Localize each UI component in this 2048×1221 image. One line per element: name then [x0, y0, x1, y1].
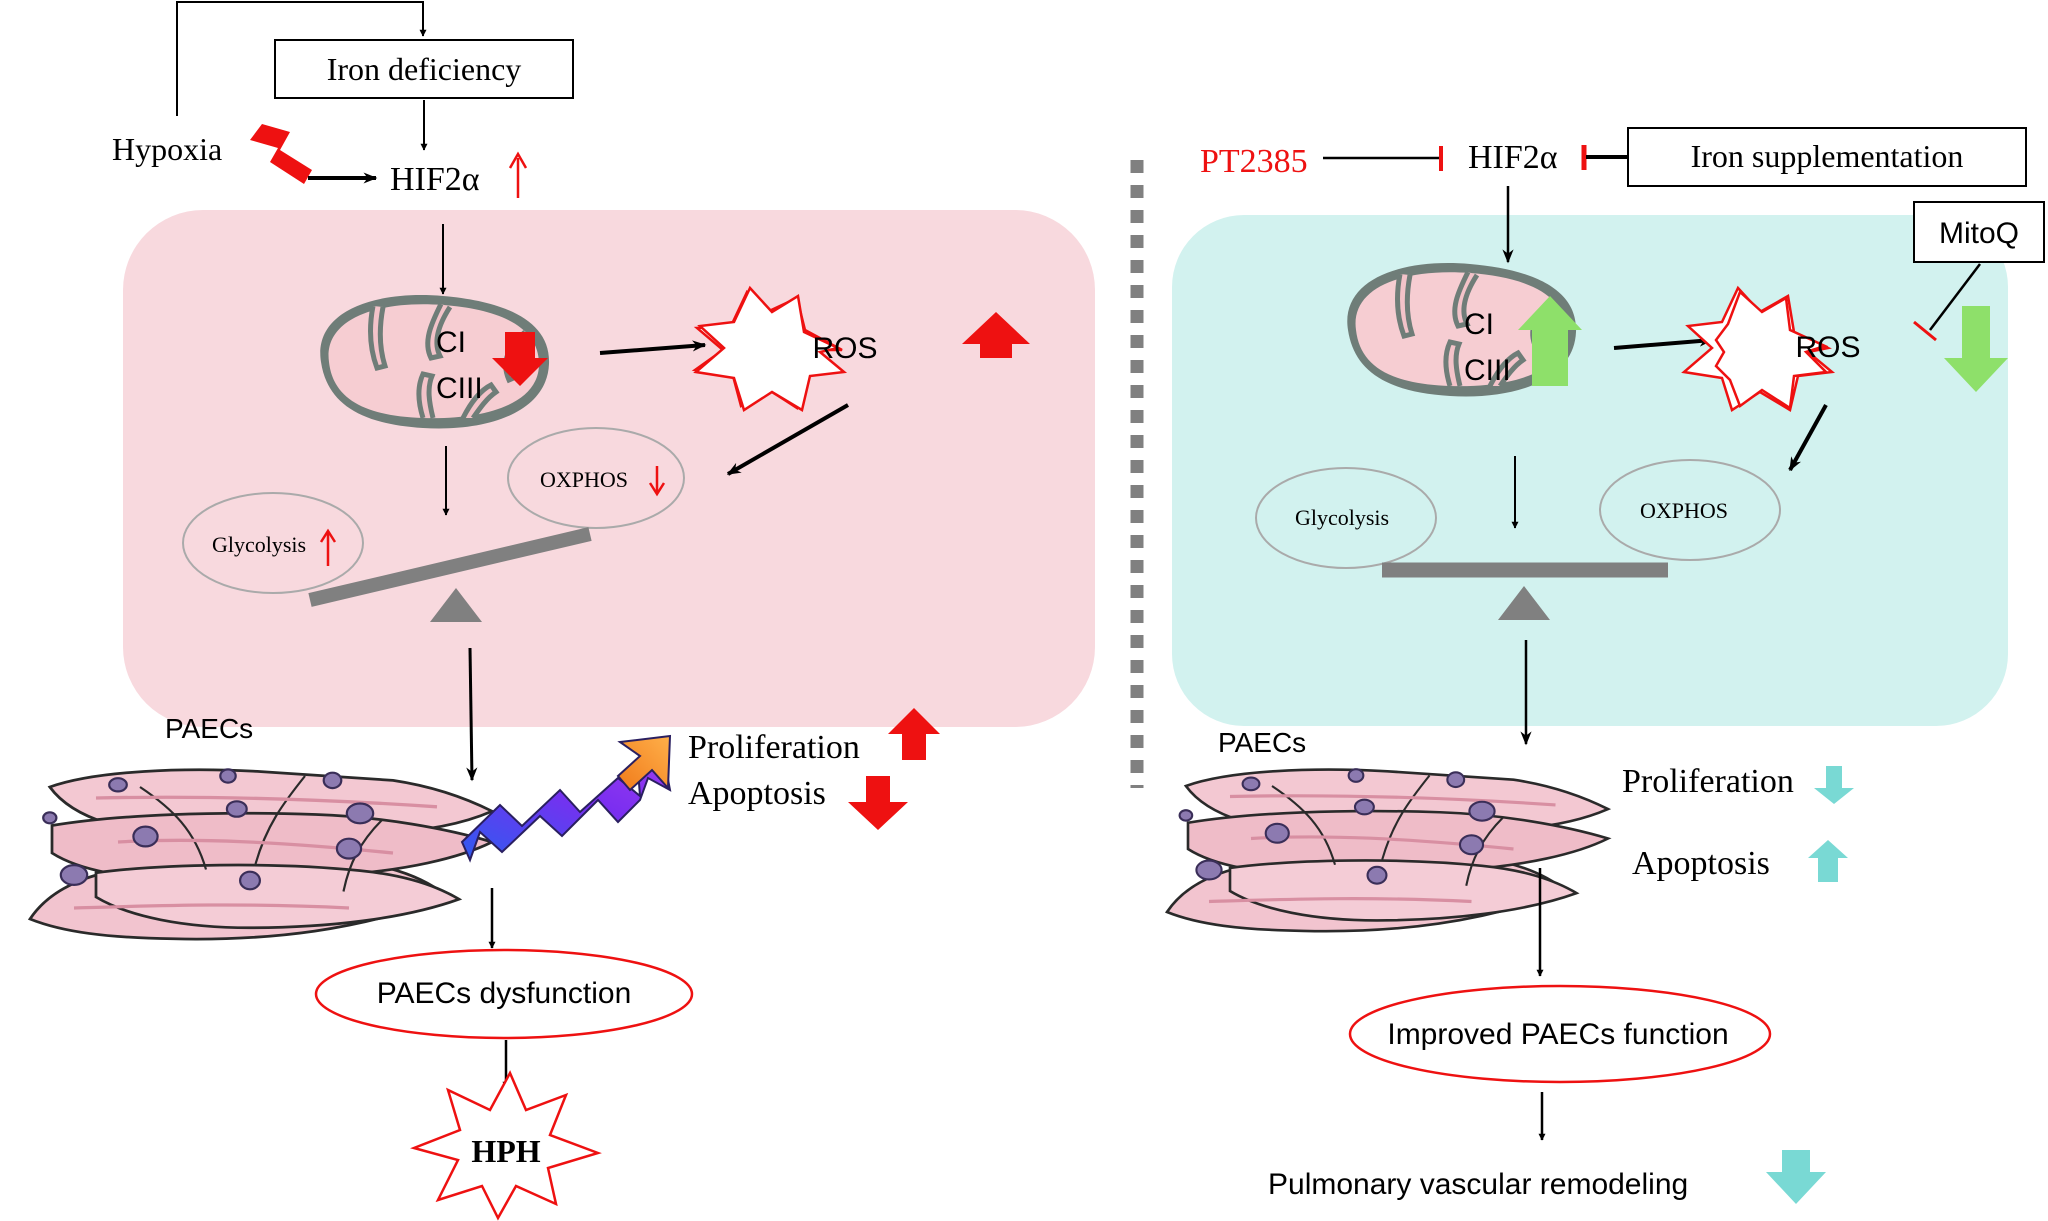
complex-up-arrow-icon: [1518, 296, 1582, 386]
complex-down-arrow-icon: [492, 332, 548, 386]
right-ci-label: CI: [1464, 308, 1494, 341]
left-ros-burst-shape: [693, 285, 848, 412]
mitoq-inhibit-bar: [1913, 320, 1937, 342]
hph-burst: [410, 1070, 602, 1221]
iron-deficiency-label: Iron deficiency: [327, 51, 522, 87]
left-endothelial-cells-image: [28, 767, 494, 941]
paecs-dysfunction-label: PAECs dysfunction: [377, 977, 632, 1010]
hypoxia-to-iron-deficiency-arrow: [176, 1, 427, 116]
right-paecs-label: PAECs: [1218, 727, 1306, 758]
right-balance-fulcrum: [1498, 586, 1550, 620]
left-proliferation-label: Proliferation: [688, 729, 860, 766]
ros-down-arrow-icon: [1944, 306, 2008, 392]
mitoq-inhibit-line: [1929, 263, 1981, 331]
right-endothelial-cells-image: [1165, 767, 1610, 933]
left-balance-beam: [308, 527, 592, 607]
hypoxia-lightning-icon: [250, 124, 312, 184]
pt2385-label: PT2385: [1200, 143, 1308, 180]
balance-to-cells-arrow: [466, 647, 478, 782]
left-paecs-label: PAECs: [165, 713, 253, 744]
right-hif-label: HIF2α: [1468, 139, 1558, 176]
ros-to-oxphos-arrow: [726, 403, 849, 476]
paecs-dysfunction-ellipse: [314, 948, 694, 1040]
right-ciii-label: CIII: [1464, 354, 1511, 387]
left-proliferation-up-icon: [888, 708, 940, 760]
right-ros-label: ROS: [1795, 331, 1860, 364]
improved-function-ellipse: [1348, 984, 1772, 1084]
right-ros-burst-shape: [1714, 289, 1829, 411]
left-apoptosis-label: Apoptosis: [688, 775, 826, 812]
right-apoptosis-label: Apoptosis: [1632, 845, 1770, 882]
left-balance-fulcrum: [430, 588, 482, 622]
left-glycolysis-label: Glycolysis: [212, 532, 306, 557]
right-proliferation-down-icon: [1814, 766, 1854, 804]
remodeling-label: Pulmonary vascular remodeling: [1268, 1168, 1688, 1201]
left-oxphos-label: OXPHOS: [540, 467, 628, 492]
right-oxphos-label: OXPHOS: [1640, 498, 1728, 523]
mito-to-ros-arrow: [599, 340, 707, 355]
right-cell-panel: [1172, 215, 2008, 726]
right-mito-to-ros-arrow: [1613, 335, 1714, 350]
mitoq-label: MitoQ: [1939, 217, 2019, 250]
left-glycolysis-ellipse: [182, 492, 364, 594]
left-ci-label: CI: [436, 326, 466, 359]
left-hif-label: HIF2α: [390, 161, 480, 198]
iron-supplementation-box: [1627, 127, 2027, 187]
hph-label: HPH: [471, 1133, 540, 1169]
ros-up-arrow-icon: [962, 312, 1030, 358]
right-glycolysis-label: Glycolysis: [1295, 505, 1389, 530]
left-apoptosis-down-icon: [848, 776, 908, 830]
right-apoptosis-up-icon: [1808, 840, 1848, 882]
ros-to-right-oxphos-arrow: [1788, 404, 1828, 472]
left-oxphos-ellipse: [507, 427, 685, 529]
proliferation-zigzag-icon: [460, 756, 672, 863]
iron-deficiency-box: [274, 39, 574, 99]
hypoxia-label: Hypoxia: [112, 131, 222, 167]
mitoq-box: [1913, 201, 2045, 263]
iron-supplementation-label: Iron supplementation: [1691, 138, 1964, 174]
right-glycolysis-ellipse: [1255, 467, 1437, 569]
right-oxphos-ellipse: [1599, 459, 1781, 561]
right-proliferation-label: Proliferation: [1622, 763, 1794, 800]
left-ciii-label: CIII: [436, 372, 483, 405]
improved-function-label: Improved PAECs function: [1387, 1018, 1728, 1051]
left-ros-label: ROS: [812, 332, 877, 365]
zigzag-head-icon: [616, 734, 672, 792]
remodeling-down-icon: [1766, 1150, 1826, 1204]
